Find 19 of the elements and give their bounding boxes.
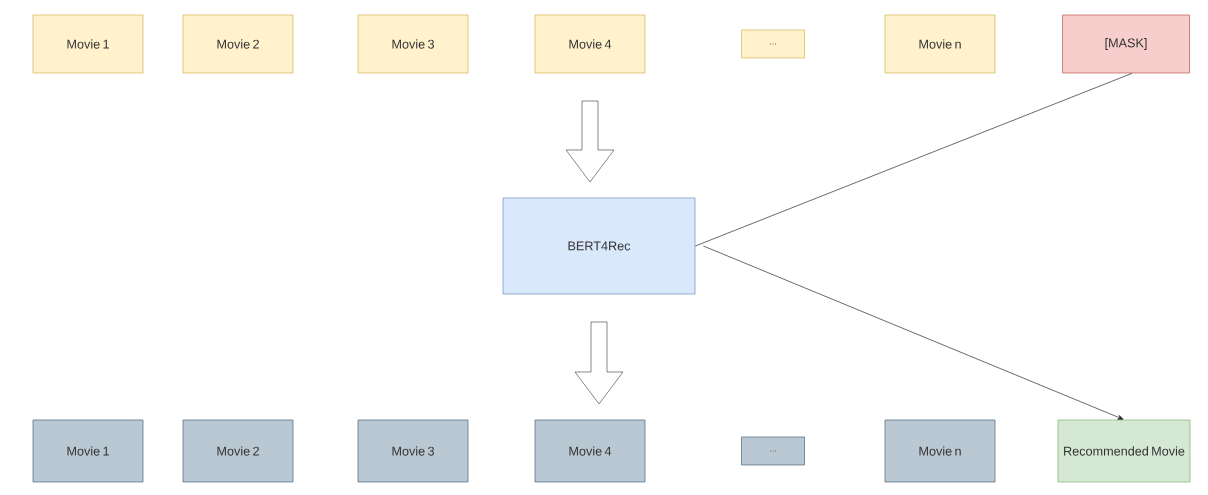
process-box: Movie 4 xyxy=(534,14,646,74)
ellipsis-box: ... xyxy=(741,29,805,59)
process-box: Movie n xyxy=(884,419,996,483)
process-box: Movie 1 xyxy=(32,419,144,483)
process-box: [MASK] xyxy=(1062,14,1190,74)
process-box: Movie 2 xyxy=(182,14,294,74)
process-box: Movie 3 xyxy=(357,419,469,483)
process-box: Movie n xyxy=(884,14,996,74)
block-arrow xyxy=(574,321,624,405)
process-box: Movie 2 xyxy=(182,419,294,483)
process-box: Movie 3 xyxy=(357,14,469,74)
process-box: Movie 1 xyxy=(32,14,144,74)
connector-line xyxy=(695,73,1133,247)
ellipsis-box: ... xyxy=(741,436,805,466)
process-box: BERT4Rec xyxy=(502,197,696,295)
process-box: Movie 4 xyxy=(534,419,646,483)
arrow xyxy=(703,245,1124,420)
process-box: Recommended Movie xyxy=(1057,419,1191,483)
block-arrow xyxy=(565,100,615,183)
